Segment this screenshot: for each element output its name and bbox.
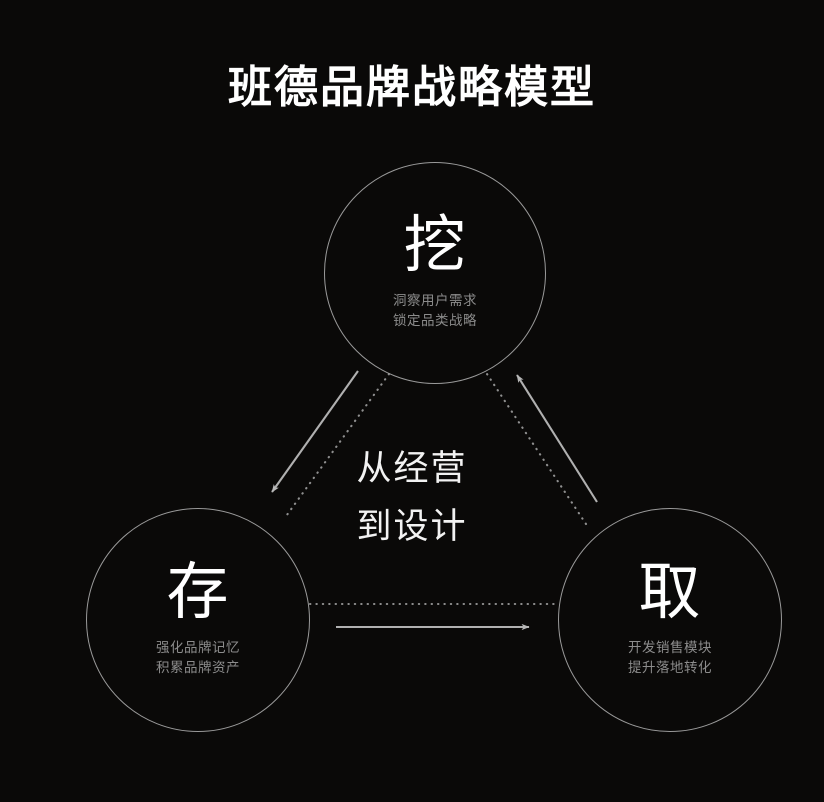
center-caption-line2: 到设计 [356,507,468,546]
node-dig-subtitle: 洞察用户需求 锁定品类战略 [393,291,477,331]
node-take-subtitle: 开发销售模块 提升落地转化 [628,638,712,678]
connector-take-to-dig-arrow [516,374,598,503]
node-take-subtitle-line2: 提升落地转化 [628,660,712,675]
center-caption: 从经营 到设计 [312,440,512,556]
connector-dig-to-store-dotted [282,372,391,521]
center-caption-line1: 从经营 [356,449,468,488]
connector-take-to-dig-dotted [485,372,588,526]
node-dig-glyph: 挖 [403,211,467,280]
page-title: 班德品牌战略模型 [228,63,596,112]
node-store-subtitle-line2: 积累品牌资产 [156,660,240,675]
node-take-glyph: 取 [638,558,702,627]
node-store-glyph: 存 [166,558,230,627]
node-store-subtitle: 强化品牌记忆 积累品牌资产 [156,638,240,678]
node-dig[interactable]: 挖 洞察用户需求 锁定品类战略 [324,162,546,384]
node-dig-subtitle-line1: 洞察用户需求 [393,293,477,308]
node-take-subtitle-line1: 开发销售模块 [628,640,712,655]
node-dig-subtitle-line2: 锁定品类战略 [393,313,477,328]
node-take[interactable]: 取 开发销售模块 提升落地转化 [558,508,782,732]
connector-dig-to-store-arrow [271,370,359,493]
node-store[interactable]: 存 强化品牌记忆 积累品牌资产 [86,508,310,732]
node-store-subtitle-line1: 强化品牌记忆 [156,640,240,655]
